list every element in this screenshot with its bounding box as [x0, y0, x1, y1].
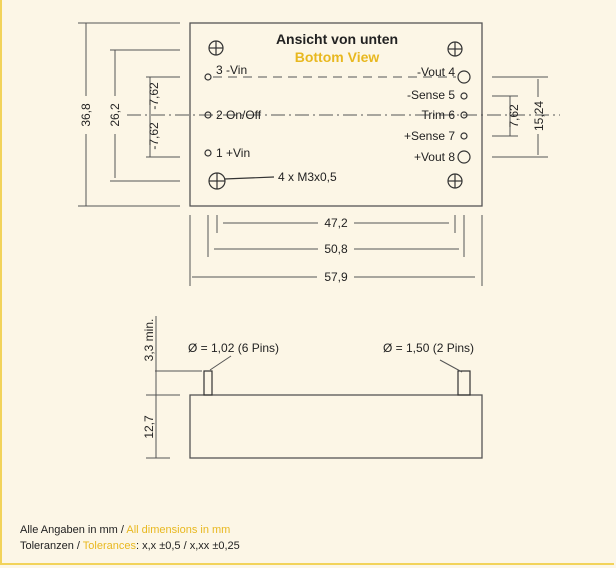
dim-width-total: 57,9 — [189, 215, 483, 286]
pin-2-icon — [204, 111, 212, 119]
pin-5-icon — [460, 92, 468, 100]
svg-text:15,24: 15,24 — [532, 101, 546, 131]
dim-pin-length: 3,3 min. — [142, 316, 202, 396]
tolerance-note: Toleranzen / Tolerances: x,x ±0,5 / x,xx… — [20, 540, 240, 552]
mount-hole-icon — [447, 41, 463, 57]
pin-3-icon — [204, 73, 212, 81]
dim-right-span: 15,24 — [492, 76, 548, 158]
svg-text:47,2: 47,2 — [324, 216, 348, 230]
leader-small-pin — [209, 355, 232, 371]
svg-text:7,62: 7,62 — [507, 104, 521, 128]
units-note: Alle Angaben in mm / All dimensions in m… — [20, 524, 231, 536]
dim-hole-spacing-h: 47,2 — [216, 215, 456, 233]
dim-pin-spacing-h: 50,8 — [207, 215, 465, 257]
pin-4-label: -Vout 4 — [417, 65, 455, 79]
pin-5-label: -Sense 5 — [407, 88, 455, 102]
mount-hole-icon — [208, 40, 224, 56]
mount-hole-icon — [447, 173, 463, 189]
pin-diameter-large: Ø = 1,50 (2 Pins) — [383, 341, 474, 355]
mount-hole-icon — [208, 172, 226, 190]
pin-6-icon — [460, 111, 468, 119]
svg-text:50,8: 50,8 — [324, 242, 348, 256]
dim-body-height: 12,7 — [142, 395, 170, 459]
svg-text:-7,62: -7,62 — [147, 82, 161, 110]
pin-3-label: 3 -Vin — [216, 63, 247, 77]
pin-8-icon — [457, 150, 471, 164]
pin-8-label: +Vout 8 — [414, 150, 455, 164]
dim-right-pitch: 7,62 — [492, 95, 521, 137]
pin-6-label: Trim 6 — [421, 108, 455, 122]
svg-text:57,9: 57,9 — [324, 270, 348, 284]
pin-7-icon — [460, 132, 468, 140]
mount-leader — [223, 176, 275, 180]
leader-large-pin — [439, 359, 463, 373]
dim-hole-spacing-v: 26,2 — [108, 49, 180, 182]
dim-height-total: 36,8 — [78, 22, 180, 207]
svg-text:3,3 min.: 3,3 min. — [142, 319, 156, 362]
module-body-side-view — [189, 394, 483, 459]
svg-text:12,7: 12,7 — [142, 415, 156, 439]
title-en: Bottom View — [295, 49, 380, 65]
pin-4-icon — [457, 70, 471, 84]
pin-2-label: 2 On/Off — [216, 108, 262, 122]
svg-text:26,2: 26,2 — [108, 103, 122, 127]
svg-text:-7,62: -7,62 — [147, 122, 161, 150]
svg-text:36,8: 36,8 — [79, 103, 93, 127]
pin-1-label: 1 +Vin — [216, 146, 250, 160]
pin-small — [203, 370, 213, 396]
pin-1-icon — [204, 149, 212, 157]
mount-label: 4 x M3x0,5 — [278, 170, 337, 184]
pin-diameter-small: Ø = 1,02 (6 Pins) — [188, 341, 279, 355]
title-de: Ansicht von unten — [276, 31, 398, 47]
footer-notes: Alle Angaben in mm / All dimensions in m… — [20, 522, 240, 554]
pin-7-label: +Sense 7 — [404, 129, 455, 143]
dim-pin-offsets: -7,62 -7,62 — [146, 76, 180, 158]
pin-large — [457, 370, 471, 396]
